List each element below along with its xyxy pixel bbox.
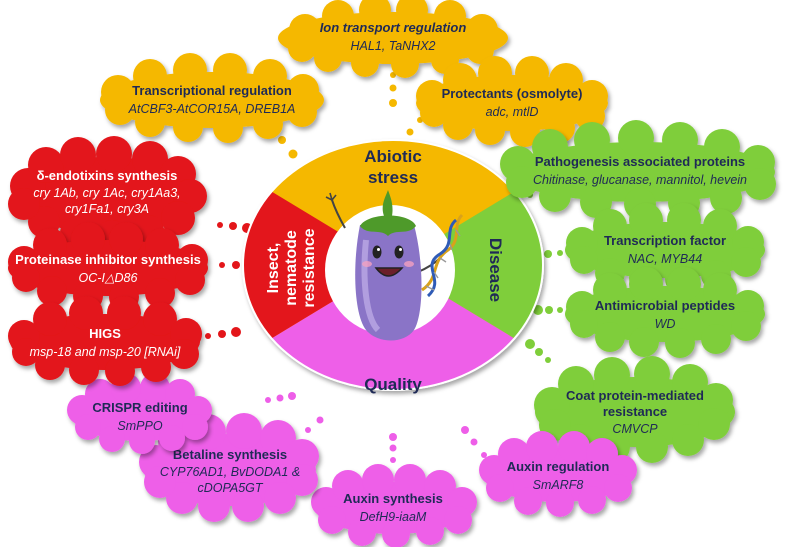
pathogenesis-genes: Chitinase, glucanase, mannitol, hevein xyxy=(533,173,747,187)
proteinase-title: Proteinase inhibitor synthesis xyxy=(15,252,201,267)
disease-sector: Disease xyxy=(486,238,505,302)
svg-text:Abiotic: Abiotic xyxy=(364,147,422,166)
eggplant-mascot-icon xyxy=(325,190,455,341)
svg-text:stress: stress xyxy=(368,168,418,187)
auxin-synthesis-title: Auxin synthesis xyxy=(343,491,443,506)
svg-text:Disease: Disease xyxy=(486,238,505,302)
coat-protein-title-line2: resistance xyxy=(603,404,667,419)
cloud-ion-transport-regulation xyxy=(278,0,508,78)
transcriptional-regulation-title: Transcriptional regulation xyxy=(132,83,292,98)
cloud-protectants-osmolyte xyxy=(416,56,608,147)
antimicrobial-title: Antimicrobial peptides xyxy=(595,298,735,313)
svg-text:Insect,: Insect, xyxy=(265,243,282,294)
antimicrobial-genes: WD xyxy=(655,317,676,331)
endotoxins-genes-line2: cry1Fa1, cry3A xyxy=(65,202,149,216)
transcription-factor-title: Transcription factor xyxy=(604,233,726,248)
cloud-coat-protein-resistance xyxy=(534,356,735,463)
endotoxins-genes-line1: cry 1Ab, cry 1Ac, cry1Aa3, xyxy=(33,186,180,200)
betaline-title: Betaline synthesis xyxy=(173,447,287,462)
abiotic-stress-sector: Abiotic stress xyxy=(364,147,422,187)
quality-sector: Quality xyxy=(364,375,422,394)
ion-transport-title: Ion transport regulation xyxy=(320,20,467,35)
cloud-antimicrobial-peptides xyxy=(565,267,765,358)
dna-helix-icon xyxy=(421,213,464,298)
proteinase-genes: OC-I△D86 xyxy=(79,271,138,285)
cloud-auxin-regulation xyxy=(479,431,637,517)
cloud-crispr-editing xyxy=(67,373,212,454)
insect-nematode-sector: Insect, nematode resistance xyxy=(265,228,318,307)
higs-genes: msp-18 and msp-20 [RNAi] xyxy=(30,345,181,359)
higs-title: HIGS xyxy=(89,326,121,341)
crispr-title: CRISPR editing xyxy=(92,400,187,415)
cloud-proteinase-inhibitor-synthesis xyxy=(8,222,208,312)
cloud-transcriptional-regulation xyxy=(100,53,324,143)
svg-text:Quality: Quality xyxy=(364,375,422,394)
betaline-genes-line1: CYP76AD1, BvDODA1 & xyxy=(160,465,300,479)
coat-protein-genes: CMVCP xyxy=(612,422,658,436)
svg-text:nematode: nematode xyxy=(283,230,300,306)
cloud-endotoxins-synthesis xyxy=(8,136,207,252)
auxin-regulation-title: Auxin regulation xyxy=(507,459,610,474)
cloud-pathogenesis-associated-proteins xyxy=(500,120,776,220)
pathogenesis-title: Pathogenesis associated proteins xyxy=(535,154,745,169)
coat-protein-title-line1: Coat protein-mediated xyxy=(566,388,704,403)
endotoxins-title: δ-endotixins synthesis xyxy=(37,168,178,183)
ion-transport-genes: HAL1, TaNHX2 xyxy=(351,39,436,53)
betaline-genes-line2: cDOPA5GT xyxy=(197,481,263,495)
cloud-auxin-synthesis xyxy=(311,464,477,547)
cloud-betaline-synthesis xyxy=(139,413,319,522)
svg-text:resistance: resistance xyxy=(301,228,318,307)
crispr-genes: SmPPO xyxy=(117,419,162,433)
transcription-factor-genes: NAC, MYB44 xyxy=(628,252,702,266)
auxin-regulation-genes: SmARF8 xyxy=(533,478,584,492)
transcriptional-regulation-genes: AtCBF3-AtCOR15A, DREB1A xyxy=(128,102,296,116)
protectants-genes: adc, mtlD xyxy=(486,105,539,119)
auxin-synthesis-genes: DefH9-iaaM xyxy=(360,510,427,524)
protectants-title: Protectants (osmolyte) xyxy=(442,86,583,101)
cloud-higs xyxy=(8,296,202,386)
